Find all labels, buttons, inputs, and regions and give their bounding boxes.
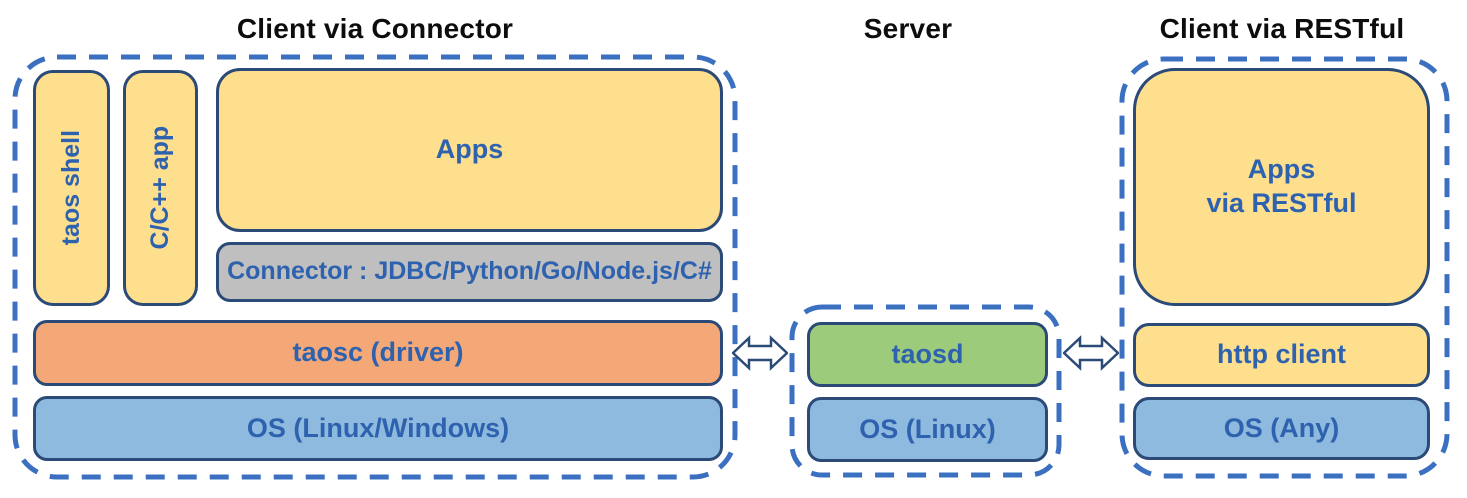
os-linux-windows-label: OS (Linux/Windows): [246, 412, 510, 443]
os-any-label: OS (Any): [1223, 412, 1340, 443]
http-client-label: http client: [1217, 339, 1346, 370]
restful-section-title: Client via RESTful: [1159, 13, 1405, 44]
taosd-box: taosd: [807, 322, 1048, 387]
http-client-box: http client: [1133, 323, 1430, 387]
apps-via-restful-label-line2: via RESTful: [1206, 188, 1357, 218]
connector-group-border: [12, 54, 738, 480]
apps-label: Apps: [435, 134, 504, 165]
connector-section-title: Client via Connector: [236, 13, 514, 44]
taos-shell-label: taos shell: [56, 130, 85, 246]
taosd-label: taosd: [891, 338, 964, 369]
connector-label: Connector : JDBC/Python/Go/Node.js/C#: [227, 257, 712, 286]
server-section-title: Server: [863, 13, 953, 44]
double-arrow-icon-left: [732, 335, 788, 371]
cpp-app-label: C/C++ app: [145, 126, 174, 250]
os-linux-label: OS (Linux): [859, 413, 996, 444]
taosc-driver-label: taosc (driver): [292, 337, 464, 368]
os-linux-box: OS (Linux): [807, 397, 1048, 462]
apps-box: Apps: [216, 68, 723, 232]
server-group-border: [789, 304, 1062, 478]
taos-shell-box: taos shell: [33, 70, 110, 306]
apps-via-restful-box: Apps via RESTful: [1133, 68, 1430, 306]
cpp-app-box: C/C++ app: [123, 70, 198, 306]
double-arrow-icon-right: [1063, 335, 1119, 371]
apps-via-restful-label-line1: Apps: [1247, 154, 1316, 185]
taosc-driver-box: taosc (driver): [33, 320, 723, 386]
os-any-box: OS (Any): [1133, 397, 1430, 460]
os-linux-windows-box: OS (Linux/Windows): [33, 396, 723, 461]
connector-box: Connector : JDBC/Python/Go/Node.js/C#: [216, 242, 723, 302]
